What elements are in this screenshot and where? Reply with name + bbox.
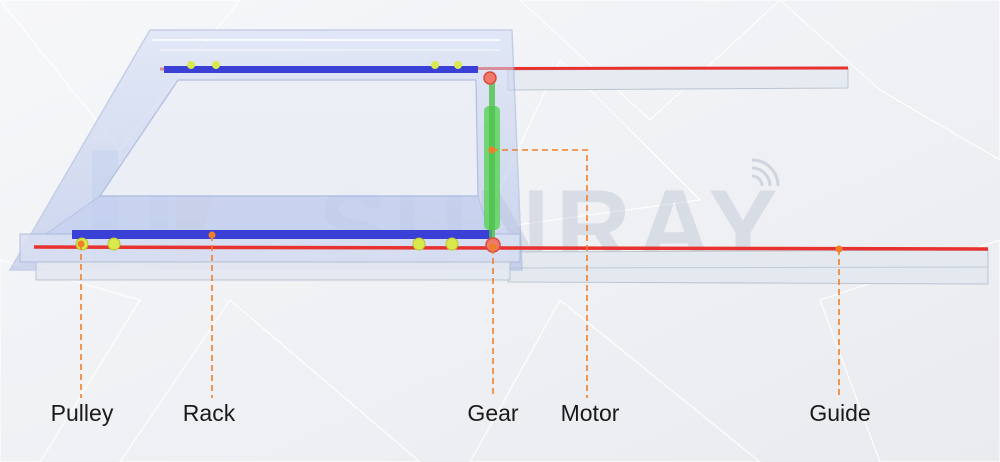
window-frame xyxy=(8,29,523,281)
callout-dot-pulley xyxy=(77,240,85,248)
label-guide: Guide xyxy=(809,400,871,426)
label-rack: Rack xyxy=(182,400,236,426)
pulleys xyxy=(75,61,462,251)
pulley-upper-2 xyxy=(212,61,220,69)
lower-rack xyxy=(72,230,492,239)
callout-dot-rack xyxy=(208,231,216,239)
lower-guide-line xyxy=(33,245,989,251)
upper-guide-rail xyxy=(507,67,849,91)
label-pulley: Pulley xyxy=(50,400,114,426)
pulley-lower-3 xyxy=(412,237,426,251)
lower-guide-rail-edge xyxy=(507,266,989,269)
upper-rack xyxy=(164,66,478,73)
callout-dot-gear xyxy=(489,243,497,251)
pulley-upper-1 xyxy=(187,61,195,69)
pulley-upper-3 xyxy=(431,61,439,69)
callout-dot-motor xyxy=(488,146,496,154)
callout-dot-guide xyxy=(835,245,843,253)
pulley-upper-4 xyxy=(454,61,462,69)
callout-dots xyxy=(77,146,843,253)
callouts xyxy=(80,149,840,398)
motor-shaft xyxy=(489,82,495,242)
pulley-lower-2 xyxy=(107,237,121,251)
gear-upper xyxy=(483,71,497,85)
wifi-signal-icon xyxy=(751,158,780,187)
label-gear: Gear xyxy=(467,400,519,426)
label-motor: Motor xyxy=(560,400,620,426)
frame-base-profile xyxy=(35,261,511,281)
callout-line-motor xyxy=(492,149,588,398)
pulley-lower-4 xyxy=(445,237,459,251)
frame-sill xyxy=(44,195,491,235)
